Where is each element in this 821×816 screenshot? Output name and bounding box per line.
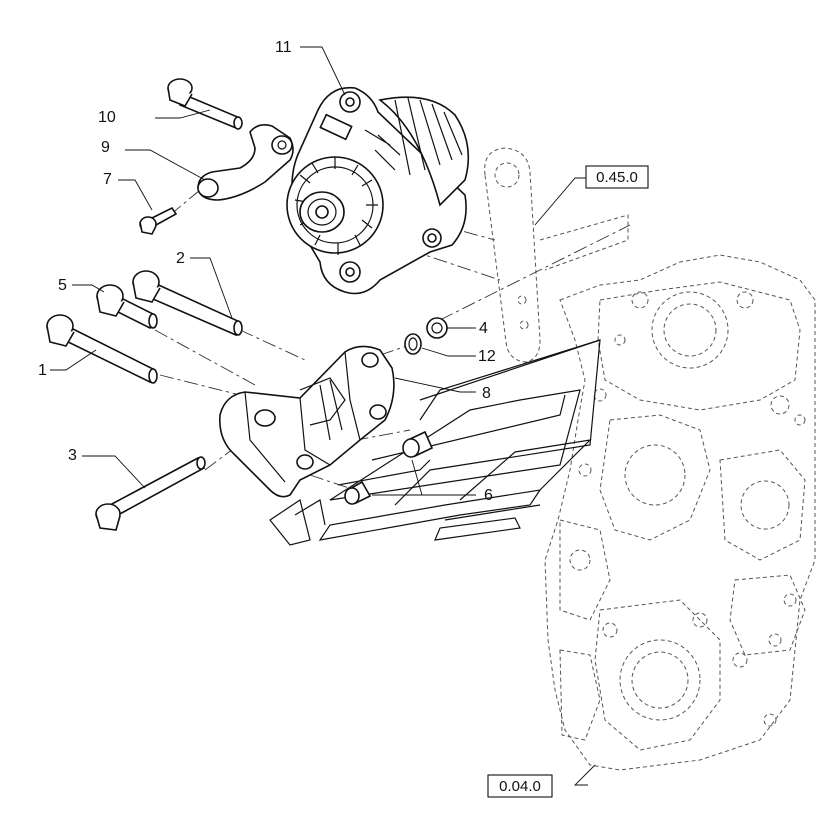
- bolt-2: [132, 270, 243, 337]
- bushing-6-lower: [344, 480, 372, 505]
- washer-4: [426, 317, 448, 339]
- mounting-bracket: [218, 345, 395, 498]
- callout-5: 5: [58, 277, 67, 294]
- engine-block-outline: [544, 254, 816, 771]
- callout-10: 10: [98, 109, 116, 126]
- adjuster-strap: [197, 124, 294, 201]
- support-arm-outline: [484, 147, 629, 363]
- callout-6: 6: [484, 487, 493, 504]
- reference-box-bottom: 0.04.0: [487, 774, 553, 798]
- bolt-10: [167, 78, 243, 130]
- callout-3: 3: [68, 447, 77, 464]
- mounting-plate-gasket: [269, 339, 601, 546]
- reference-label-bottom: 0.04.0: [499, 778, 541, 795]
- reference-label-top: 0.45.0: [596, 169, 638, 186]
- washer-12: [404, 333, 422, 355]
- callout-labels: 11 10 9 7 2 5 1 3 4 12 8 6: [38, 39, 496, 504]
- bolt-7: [139, 206, 178, 235]
- bolt-3: [95, 456, 206, 531]
- callout-1: 1: [38, 362, 47, 379]
- bolt-5: [96, 284, 158, 330]
- bushing-6-upper: [402, 430, 434, 458]
- alternator: [286, 86, 470, 295]
- callout-2: 2: [176, 250, 185, 267]
- callout-7: 7: [103, 171, 112, 188]
- bolt-1: [46, 314, 158, 384]
- leader-lines: [50, 46, 596, 786]
- callout-4: 4: [479, 320, 488, 337]
- callout-11: 11: [275, 39, 292, 56]
- callout-9: 9: [101, 139, 110, 156]
- callout-8: 8: [482, 385, 491, 402]
- callout-12: 12: [478, 348, 496, 365]
- reference-box-top: 0.45.0: [585, 165, 649, 189]
